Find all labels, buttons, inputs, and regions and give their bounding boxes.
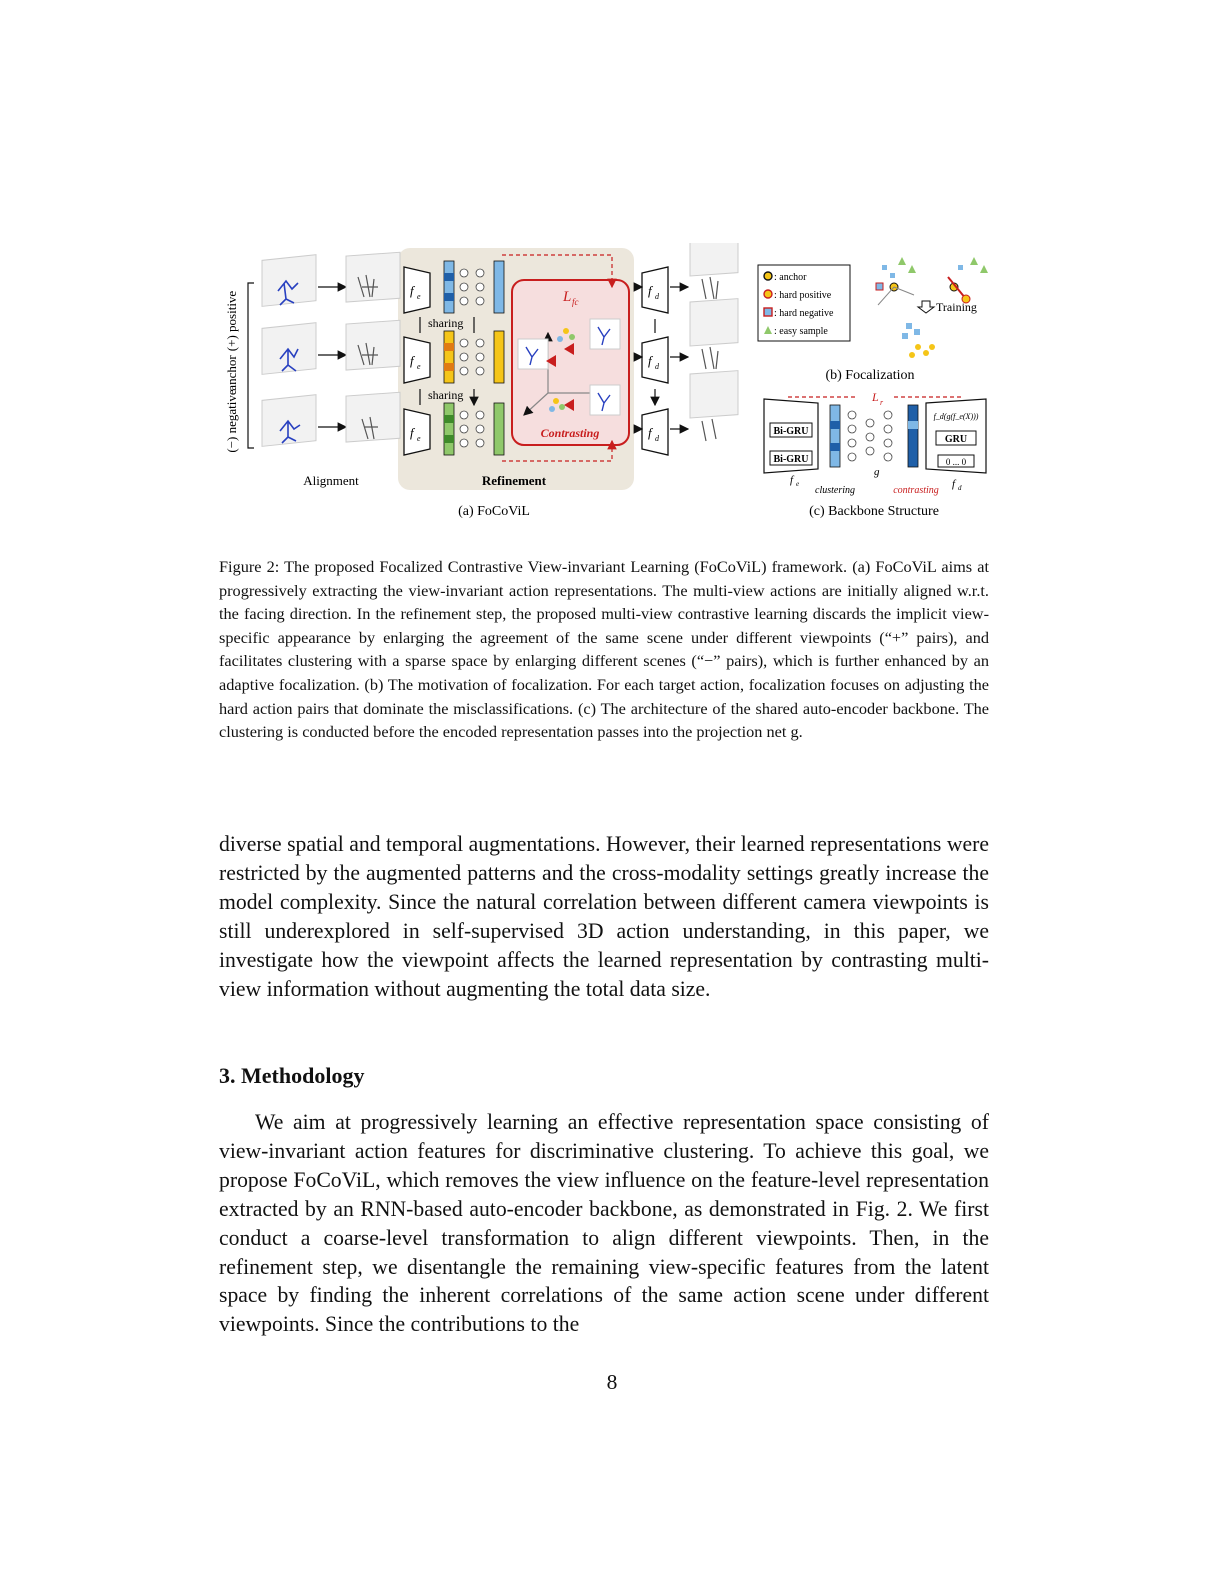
svg-text:d: d: [655, 292, 660, 301]
svg-text:L: L: [871, 390, 879, 404]
projection-nets: [459, 268, 485, 448]
svg-text:(b) Focalization: (b) Focalization: [825, 368, 914, 383]
svg-text:(c) Backbone Structure: (c) Backbone Structure: [809, 504, 939, 519]
svg-text:Bi-GRU: Bi-GRU: [774, 426, 809, 437]
svg-text:d: d: [958, 484, 962, 492]
row-negative-label: (−) negative: [224, 389, 239, 453]
svg-text:f: f: [648, 353, 654, 368]
feature-bars: [443, 260, 505, 456]
svg-text:d: d: [655, 362, 660, 371]
svg-text:clustering: clustering: [815, 485, 855, 496]
svg-text:e: e: [417, 362, 421, 371]
svg-text:d: d: [655, 434, 660, 443]
contrasting-label: Contrasting: [541, 426, 600, 440]
svg-text:e: e: [796, 480, 799, 488]
svg-text:g: g: [874, 466, 880, 478]
svg-text:Bi-GRU: Bi-GRU: [774, 454, 809, 465]
svg-text:: easy sample: : easy sample: [774, 326, 828, 337]
encoder-column: f e f e f e sharing sharing: [403, 266, 474, 456]
alignment-label: Alignment: [303, 473, 359, 488]
svg-text:GRU: GRU: [945, 434, 967, 445]
row-anchor-label: anchor: [224, 355, 239, 391]
svg-text:f: f: [410, 283, 416, 298]
section-heading: 3. Methodology: [219, 1063, 365, 1088]
svg-text:r: r: [880, 398, 884, 407]
row-positive-label: (+) positive: [224, 291, 239, 352]
svg-text:sharing: sharing: [428, 316, 463, 330]
svg-text:f: f: [410, 353, 416, 368]
svg-text:e: e: [417, 292, 421, 301]
body-paragraph-2: We aim at progressively learning an effe…: [219, 1110, 989, 1337]
svg-text:f: f: [952, 478, 957, 490]
figure-2: (+) positive anchor (−) negative Alignme…: [218, 228, 990, 528]
body-paragraph-1: diverse spatial and temporal augmentatio…: [219, 832, 989, 1001]
svg-text:0 ... 0: 0 ... 0: [946, 457, 967, 467]
svg-text:sharing: sharing: [428, 388, 463, 402]
panel-c: L r Bi-GRU Bi-GRU f e clustering g contr…: [763, 390, 987, 519]
svg-text:f: f: [648, 283, 654, 298]
row-positive: [261, 251, 401, 307]
refinement-label: Refinement: [482, 473, 547, 488]
figure-caption: Figure 2: The proposed Focalized Contras…: [219, 557, 989, 742]
svg-text:e: e: [417, 434, 421, 443]
svg-text:: hard negative: : hard negative: [774, 308, 834, 319]
svg-text:f: f: [790, 474, 795, 486]
svg-text:f_d(g(f_e(X))): f_d(g(f_e(X))): [934, 412, 979, 421]
svg-text:: anchor: : anchor: [774, 272, 807, 283]
page-number: 8: [606, 1370, 618, 1394]
panel-a-label: (a) FoCoViL: [458, 504, 530, 519]
row-negative: [261, 391, 401, 447]
decoder-column: f d f d f d: [633, 228, 739, 456]
svg-text:f: f: [648, 425, 654, 440]
svg-text:: hard positive: : hard positive: [774, 290, 832, 301]
svg-text:Training: Training: [936, 300, 977, 314]
svg-text:fc: fc: [572, 297, 579, 307]
row-anchor: [261, 319, 401, 375]
loss-fc-label: L: [562, 289, 571, 305]
panel-b: : anchor : hard positive : hard negative…: [757, 257, 988, 383]
svg-text:f: f: [410, 425, 416, 440]
svg-text:contrasting: contrasting: [893, 485, 939, 496]
